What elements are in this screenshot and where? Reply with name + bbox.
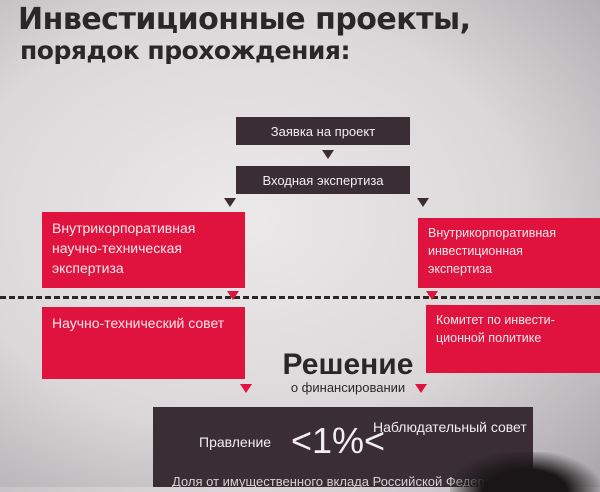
arrow-to-left-review [224,198,236,207]
arrow-to-supervisory [415,384,427,393]
arrow-to-committee [426,291,438,300]
committee-box: Комитет по инвести-ционной политике [426,305,600,373]
application-box: Заявка на проект [236,117,410,145]
share-threshold: <1%< [291,420,386,461]
footnote: Доля от имущественного вклада Российской… [172,474,514,489]
arrow-to-board [240,384,252,393]
entry-review-box: Входная экспертиза [236,166,410,194]
supervisory-label: Наблюдательный совет [373,419,527,435]
slide-title-line1: Инвестиционные проекты, [18,2,471,37]
decision-title: Решение [282,348,414,381]
decision-subtitle: о финансировании [290,380,406,395]
board-label: Правление [199,434,272,450]
left-review-box: Внутрикорпоративная научно-техническая э… [42,212,245,288]
arrow-to-council [227,291,239,300]
audience-silhouette [450,452,600,492]
slide-title: Инвестиционные проекты, порядок прохожде… [18,4,471,66]
arrow-to-entry-review [322,150,334,159]
right-review-box: Внутрикорпоративная инвестиционная экспе… [418,218,600,288]
arrow-to-right-review [417,198,429,207]
decision-label: Решение о финансировании [268,349,428,395]
council-box: Научно-технический совет [42,307,245,379]
dashed-divider [0,296,600,299]
slide-title-line2: порядок прохождения: [20,36,350,65]
